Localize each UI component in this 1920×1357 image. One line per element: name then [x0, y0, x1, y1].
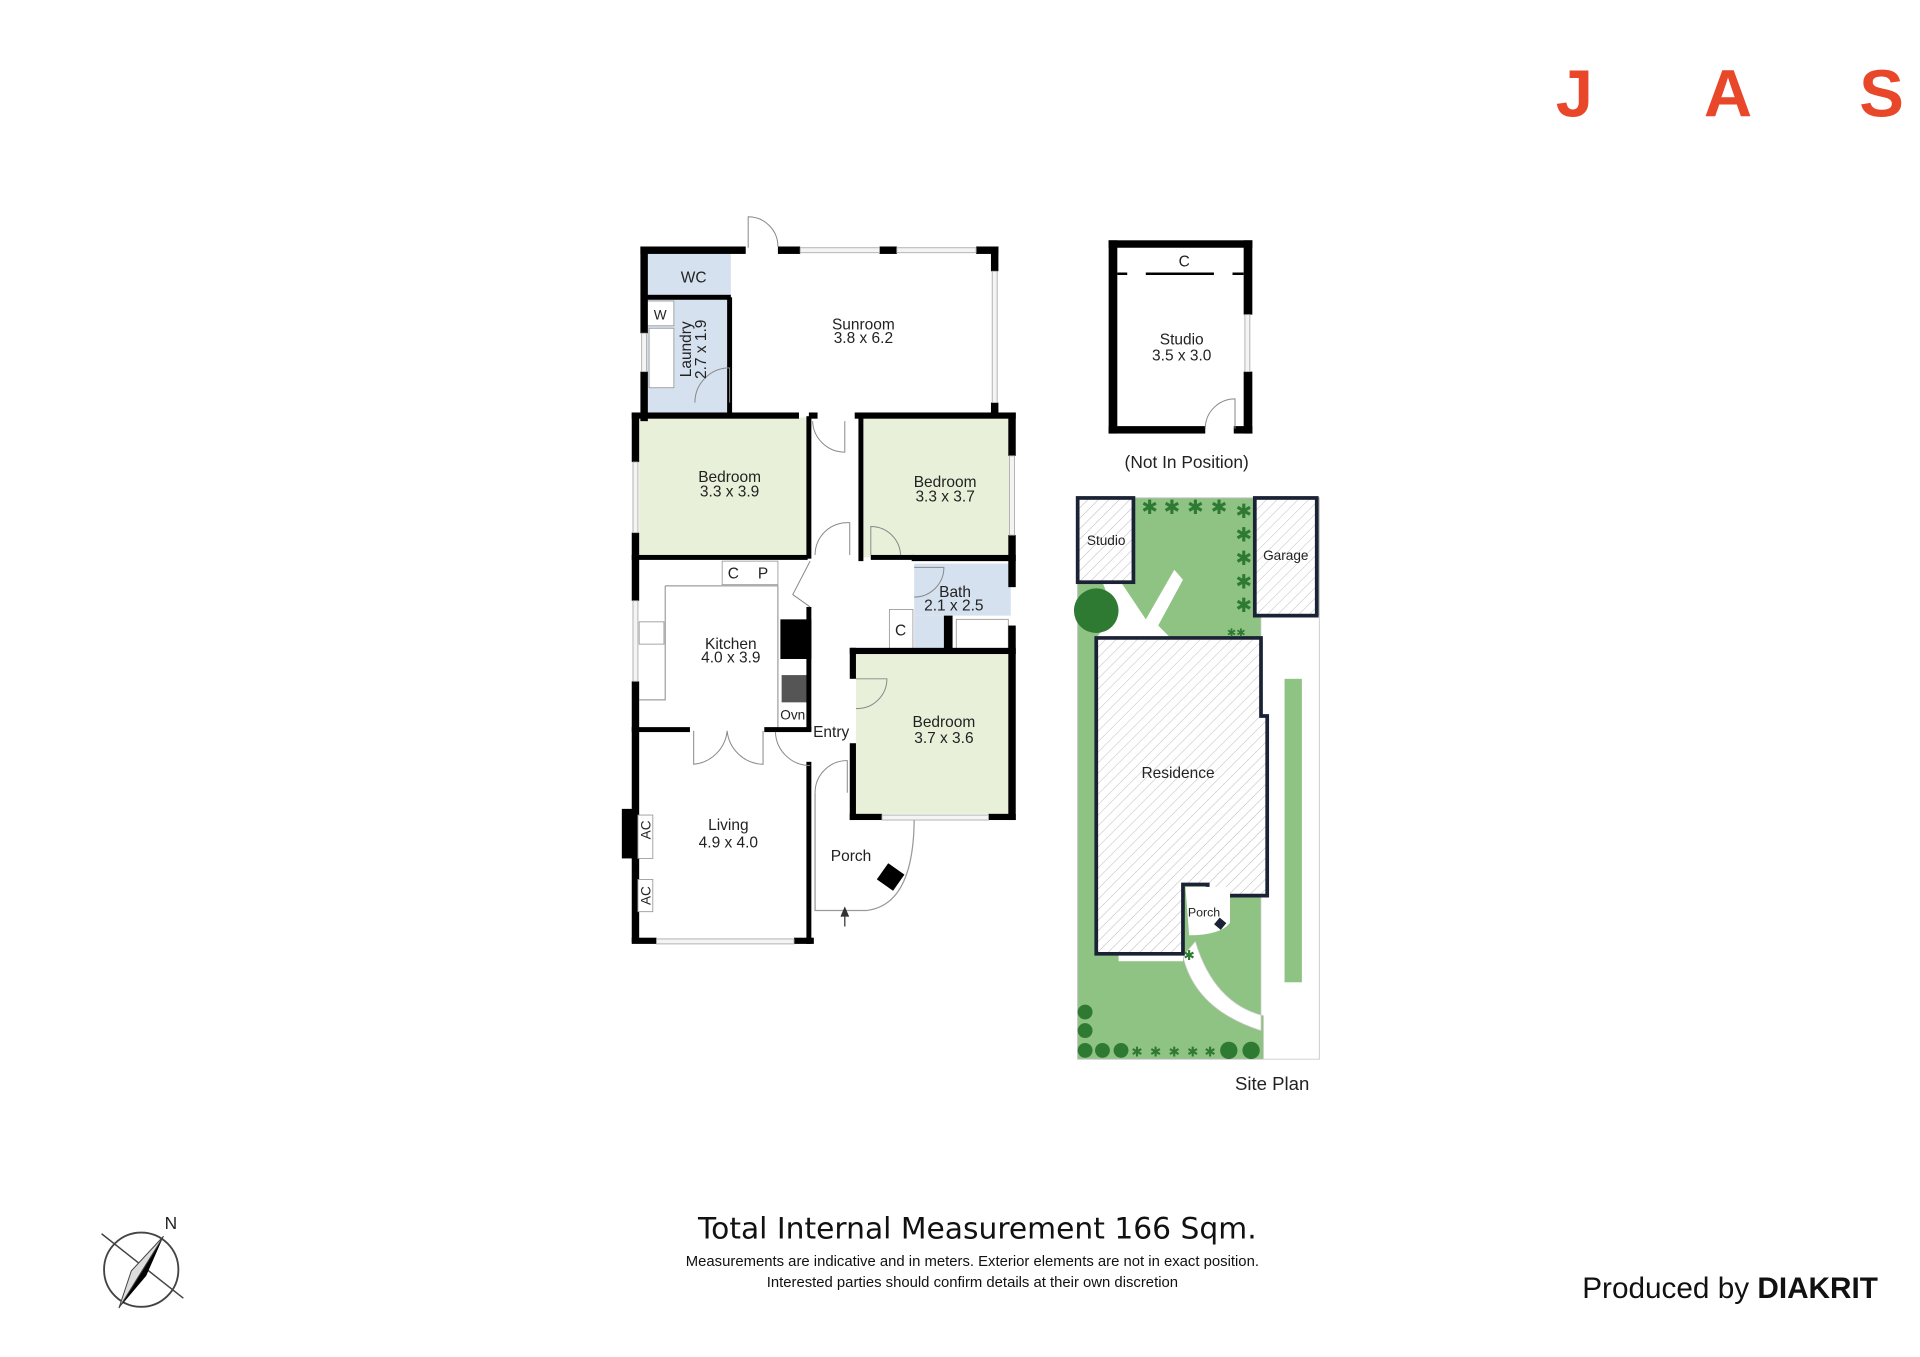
svg-text:WC: WC — [681, 269, 707, 286]
svg-text:C: C — [728, 565, 739, 582]
bedroom-1 — [639, 417, 808, 558]
svg-text:Sunroom: Sunroom — [832, 316, 895, 333]
main-floor-plan: WC W Laundry 2.7 x 1.9 Sunroom 3.8 x 6.2… — [621, 216, 1016, 945]
cooktop — [781, 675, 809, 703]
laundry-tubs — [648, 327, 675, 389]
kitchen-sink — [638, 621, 665, 645]
producer-credit: Produced by DIAKRIT — [1582, 1272, 1878, 1305]
svg-text:W: W — [654, 308, 667, 323]
bedroom-3 — [855, 652, 1010, 814]
svg-text:Studio: Studio — [1087, 533, 1126, 548]
svg-text:Bedroom: Bedroom — [698, 469, 761, 486]
svg-text:Bedroom: Bedroom — [914, 474, 977, 491]
svg-text:3.8 x 6.2: 3.8 x 6.2 — [834, 330, 893, 347]
svg-text:Ovn: Ovn — [780, 708, 805, 723]
svg-text:C: C — [895, 622, 906, 639]
svg-text:Site Plan: Site Plan — [1235, 1073, 1309, 1094]
svg-text:3.7 x 3.6: 3.7 x 3.6 — [914, 730, 973, 747]
svg-text:3.3 x 3.7: 3.3 x 3.7 — [915, 489, 974, 506]
svg-text:P: P — [758, 565, 768, 582]
wc-room — [646, 253, 731, 298]
disclaimer-line-1: Measurements are indicative and in meter… — [686, 1254, 1259, 1270]
svg-text:A: A — [1704, 56, 1752, 131]
svg-text:N: N — [165, 1213, 178, 1233]
svg-text:4.9 x 4.0: 4.9 x 4.0 — [699, 834, 758, 851]
site-plan: ✱✱✱✱ ✱✱✱✱✱ ✱✱✱✱✱ ✱✱✱ Studio Garage Resid… — [1073, 496, 1320, 1094]
svg-text:Bedroom: Bedroom — [913, 714, 976, 731]
svg-text:✱✱: ✱✱ — [1227, 627, 1246, 640]
svg-text:3.5 x 3.0: 3.5 x 3.0 — [1152, 347, 1211, 364]
site-garage — [1252, 496, 1319, 618]
walls — [621, 246, 1016, 944]
svg-text:Living: Living — [708, 817, 748, 834]
svg-text:Residence: Residence — [1141, 765, 1214, 782]
svg-text:Studio: Studio — [1160, 331, 1204, 348]
shrubs — [1077, 1004, 1260, 1060]
porch-post — [876, 863, 905, 891]
svg-text:(Not In Position): (Not In Position) — [1125, 452, 1249, 472]
svg-text:Kitchen: Kitchen — [705, 636, 757, 653]
svg-text:3.3 x 3.9: 3.3 x 3.9 — [700, 484, 759, 501]
svg-text:Porch: Porch — [831, 848, 871, 865]
svg-text:✱: ✱ — [1235, 594, 1252, 617]
svg-text:✱: ✱ — [1131, 1045, 1142, 1061]
svg-text:4.0 x 3.9: 4.0 x 3.9 — [701, 650, 760, 667]
svg-text:2.7 x 1.9: 2.7 x 1.9 — [693, 320, 710, 379]
total-measurement: Total Internal Measurement 166 Sqm. — [697, 1212, 1257, 1247]
svg-text:✱: ✱ — [1164, 496, 1181, 519]
tree-icon — [1073, 588, 1119, 633]
jas-logo: J A S — [1556, 56, 1904, 131]
svg-text:C: C — [1179, 253, 1190, 270]
svg-text:2.1 x 2.5: 2.1 x 2.5 — [924, 598, 983, 615]
svg-text:✱: ✱ — [1235, 547, 1252, 570]
svg-text:✱: ✱ — [1187, 496, 1204, 519]
bathtub — [955, 618, 1009, 650]
fridge — [780, 619, 812, 659]
washer — [646, 300, 675, 327]
svg-text:✱: ✱ — [1211, 496, 1228, 519]
site-studio — [1075, 496, 1136, 585]
svg-text:✱: ✱ — [1187, 1045, 1198, 1061]
svg-text:✱: ✱ — [1205, 1045, 1216, 1061]
svg-text:✱: ✱ — [1183, 948, 1194, 964]
north-compass-icon: N — [101, 1213, 184, 1309]
kitchen-cupboards — [721, 560, 779, 586]
svg-text:Bath: Bath — [939, 584, 971, 601]
svg-text:✱: ✱ — [1235, 570, 1252, 593]
svg-text:Laundry: Laundry — [678, 321, 695, 377]
bedroom-2 — [863, 417, 1010, 558]
svg-text:✱: ✱ — [1235, 523, 1252, 546]
svg-text:✱: ✱ — [1235, 500, 1252, 523]
svg-text:✱: ✱ — [1150, 1045, 1161, 1061]
svg-text:J: J — [1556, 56, 1593, 131]
svg-text:S: S — [1859, 56, 1904, 131]
windows — [632, 247, 1015, 945]
disclaimer-line-2: Interested parties should confirm detail… — [767, 1275, 1178, 1291]
svg-text:Garage: Garage — [1263, 548, 1308, 563]
svg-text:✱: ✱ — [1141, 496, 1158, 519]
svg-text:AC: AC — [638, 886, 653, 905]
svg-text:✱: ✱ — [1169, 1045, 1180, 1061]
doors — [693, 216, 945, 793]
studio-plan: C Studio 3.5 x 3.0 (Not In Position) — [1108, 240, 1253, 472]
svg-text:AC: AC — [638, 820, 653, 839]
bath-room — [914, 563, 1011, 616]
svg-text:Entry: Entry — [813, 724, 849, 741]
svg-text:Porch: Porch — [1188, 906, 1220, 920]
plant-icons: ✱✱✱✱ ✱✱✱✱✱ ✱✱✱✱✱ ✱✱✱ — [1131, 496, 1252, 1061]
entry-arrow-icon — [840, 906, 850, 927]
